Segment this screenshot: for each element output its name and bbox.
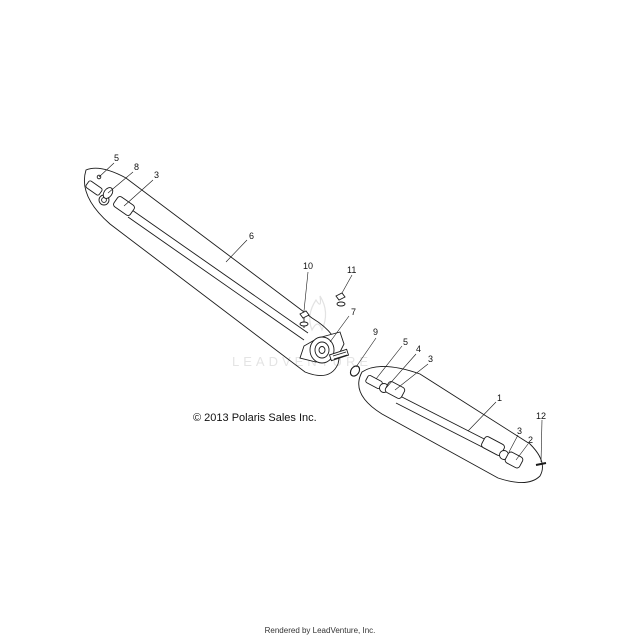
- shaft-tube-top: [131, 209, 309, 334]
- part-12-roll-pin: [535, 462, 547, 466]
- rear-shaft-group-outline: [358, 366, 543, 483]
- leader-3a: [123, 179, 154, 207]
- leader-1: [467, 401, 497, 432]
- leader-6: [225, 239, 248, 263]
- leader-11: [341, 274, 353, 294]
- leader-9: [355, 337, 377, 368]
- callout-3-end: 3: [517, 426, 522, 436]
- leader-2: [515, 443, 529, 461]
- part-10-bolt: [299, 310, 310, 319]
- leader-5b: [375, 345, 403, 380]
- leader-12: [540, 419, 543, 463]
- leader-8: [107, 171, 134, 194]
- front-stub-shaft: [85, 180, 103, 196]
- copyright-notice: © 2013 Polaris Sales Inc.: [193, 412, 317, 424]
- callout-5-rear: 5: [403, 337, 408, 347]
- shaft-tube-bottom: [127, 216, 305, 341]
- rear-tube-bottom: [395, 402, 491, 452]
- rear-u-joint: [504, 451, 524, 469]
- callout-7: 7: [351, 307, 356, 317]
- leader-3c: [508, 434, 519, 453]
- leader-5a: [98, 162, 115, 178]
- leader-7: [329, 315, 350, 343]
- carrier-bearing: [299, 292, 350, 364]
- callout-11: 11: [347, 265, 356, 275]
- callout-10: 10: [303, 261, 313, 271]
- rear-tube-top: [399, 395, 495, 445]
- callout-9: 9: [373, 327, 378, 337]
- leader-4: [385, 353, 417, 389]
- callout-1: 1: [497, 393, 502, 403]
- callout-2: 2: [528, 435, 533, 445]
- front-prop-shaft: [85, 174, 309, 341]
- part-9-o-ring: [349, 365, 361, 377]
- callout-3-front: 3: [154, 170, 159, 180]
- callout-8: 8: [134, 162, 139, 172]
- callout-3-rear: 3: [428, 354, 433, 364]
- leader-3b: [394, 363, 429, 391]
- bearing-output-spline: [328, 348, 350, 362]
- callout-12: 12: [536, 411, 546, 421]
- callout-4: 4: [416, 344, 421, 354]
- footer-credit: Rendered by LeadVenture, Inc.: [264, 626, 376, 635]
- front-shaft-group-outline: [83, 167, 340, 377]
- callout-5-front: 5: [114, 153, 119, 163]
- watermark-logo-icon: [309, 295, 327, 332]
- callout-6: 6: [249, 231, 254, 241]
- leader-10: [303, 271, 309, 312]
- part-11-bolt: [335, 292, 346, 301]
- rear-prop-shaft: [365, 374, 547, 469]
